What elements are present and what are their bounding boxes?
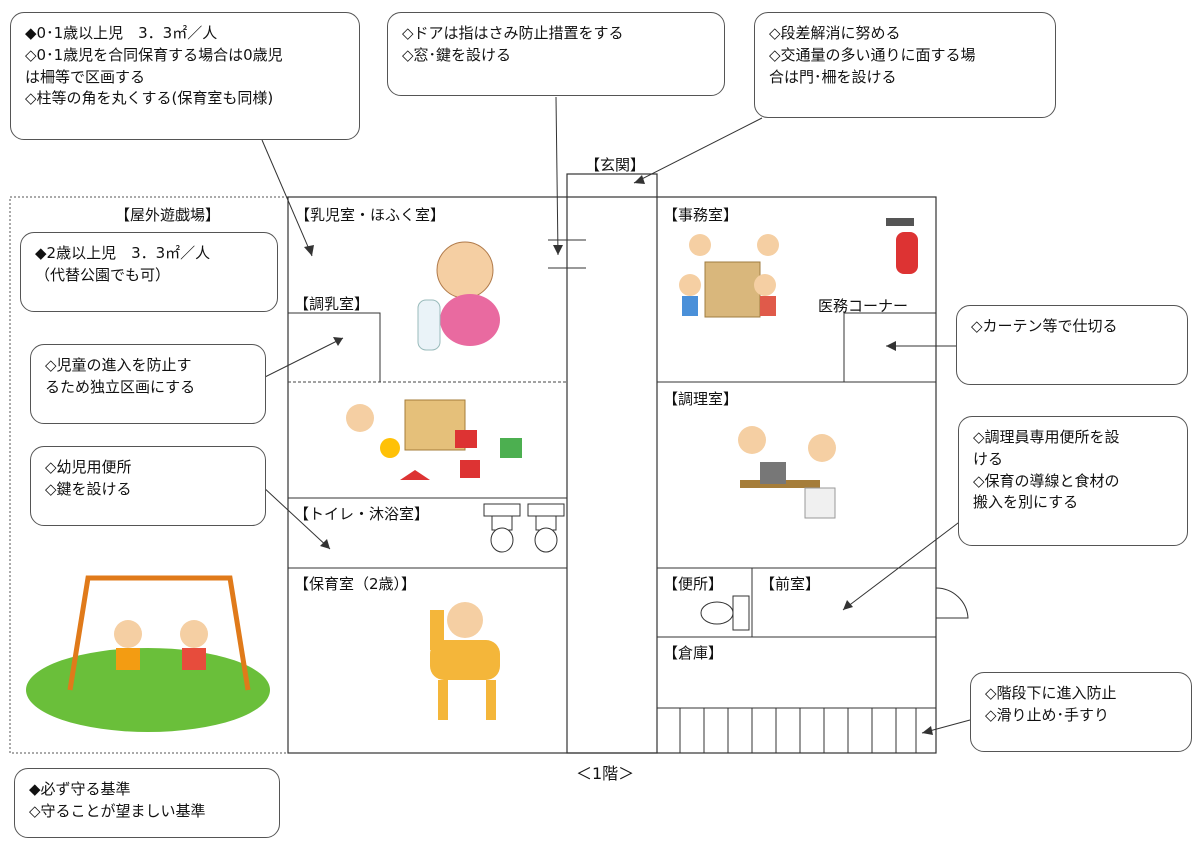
medical-corner-wall [843,312,936,382]
wc-fixture-icon [700,595,750,631]
office-staff-illustration-icon [679,234,779,318]
callout-text: ◇階段下に進入防止 [985,684,1117,702]
corridor [566,173,658,754]
callout-text: ◇ドアは指はさみ防止措置をする [402,24,624,42]
room-label-wc: 【便所】 [663,575,724,593]
callout-text: ◇幼児用便所 [45,458,132,476]
baby-illustration-icon [417,241,500,351]
callout-text: ◇滑り止め･手すり [985,705,1110,724]
callout-toilet: ◇幼児用便所 ◇鍵を設ける [30,446,266,526]
stairs [679,708,917,753]
callout-text: ける [973,449,1004,468]
door-icon [548,239,586,269]
callout-text: ◇0･1歳児を合同保育する場合は0歳児 [25,45,283,64]
exterior-door-icon [935,587,969,619]
callout-text: るため独立区画にする [45,377,196,396]
room-label-entrance: 【玄関】 [585,156,646,174]
callout-curtain: ◇カーテン等で仕切る [956,305,1188,385]
callout-text: は柵等で区画する [25,67,146,86]
arrowheads [304,175,933,735]
callout-text: 合は門･柵を設ける [769,67,897,86]
callout-text: ◇窓･鍵を設ける [402,45,512,64]
swing-illustration-icon [26,575,270,732]
formula-room-wall [288,312,381,382]
callout-formula: ◇児童の進入を防止す るため独立区画にする [30,344,266,424]
toilet-fixture-icon [483,503,565,553]
room-label-infant: 【乳児室・ほふく室】 [295,206,446,224]
callout-text: ◇保育の導線と食材の [973,471,1120,490]
cooks-illustration-icon [738,426,836,519]
callout-outdoor: ◆2歳以上児 3．3㎡／人 （代替公園でも可） [20,232,278,312]
callout-entrance: ◇段差解消に努める ◇交通量の多い通りに面する場 合は門･柵を設ける [754,12,1056,118]
callout-text: ◇柱等の角を丸くする(保育室も同様) [25,89,274,108]
callout-text: ◇段差解消に努める [769,24,901,42]
callout-text: （代替公園でも可） [35,265,171,284]
floor-caption: ＜1階＞ [576,764,635,783]
callout-text: 搬入を別にする [973,493,1079,512]
room-label-outdoor: 【屋外遊戯場】 [115,206,221,224]
callout-stairs: ◇階段下に進入防止 ◇滑り止め･手すり [970,672,1192,752]
callout-text: ◇交通量の多い通りに面する場 [769,45,976,64]
legend-recommended: ◇守ることが望ましい基準 [29,801,206,820]
callout-text: ◆2歳以上児 3．3㎡／人 [35,244,211,262]
callout-text: ◇カーテン等で仕切る [971,317,1118,335]
room-label-nursery: 【保育室（2歳）】 [294,575,417,593]
room-label-toilet-bath: 【トイレ・沐浴室】 [294,505,430,523]
room-label-storage: 【倉庫】 [663,644,724,662]
fire-extinguisher-icon [886,218,918,274]
callout-text: ◇鍵を設ける [45,479,132,498]
building-outline [287,196,937,754]
room-label-medical: 医務コーナー [818,297,909,315]
room-label-anteroom: 【前室】 [760,575,821,593]
callout-text: ◇児童の進入を防止す [45,356,192,374]
callout-infant-area: ◆0･1歳以上児 3．3㎡／人 ◇0･1歳児を合同保育する場合は0歳児 は柵等で… [10,12,360,140]
callout-door: ◇ドアは指はさみ防止措置をする ◇窓･鍵を設ける [387,12,725,96]
callout-legend: ◆必ず守る基準 ◇守ることが望ましい基準 [14,768,280,838]
room-label-formula: 【調乳室】 [294,295,370,313]
callout-text: ◇調理員専用便所を設 [973,428,1120,446]
toys-illustration-icon [346,399,522,480]
room-label-office: 【事務室】 [663,206,739,224]
callout-kitchen: ◇調理員専用便所を設 ける ◇保育の導線と食材の 搬入を別にする [958,416,1188,546]
room-label-kitchen: 【調理室】 [663,390,739,408]
callout-text: ◆0･1歳以上児 3．3㎡／人 [25,24,218,42]
giraffe-illustration-icon [430,602,500,720]
legend-mandatory: ◆必ず守る基準 [29,780,131,798]
